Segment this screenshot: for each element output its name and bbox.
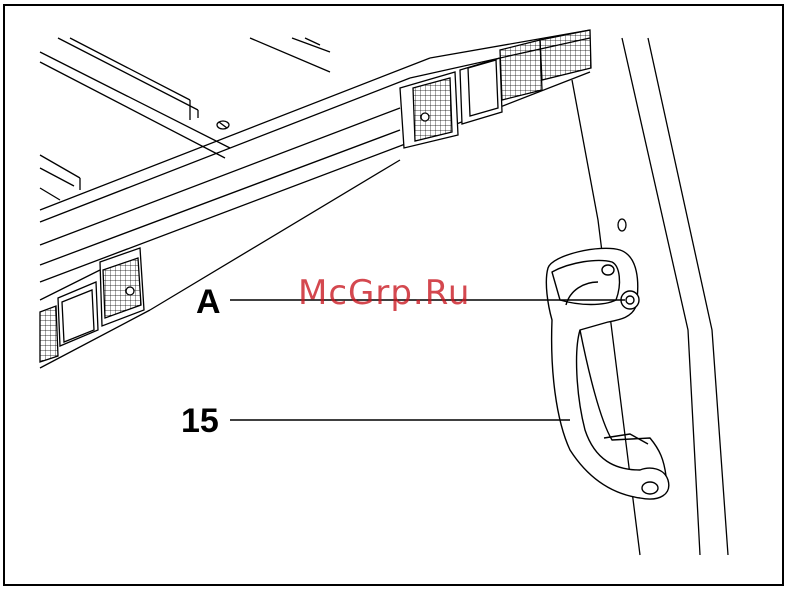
callout-label-15: 15 bbox=[181, 404, 219, 438]
grab-handle bbox=[546, 248, 668, 499]
watermark: McGrp.Ru bbox=[298, 276, 470, 310]
callout-label-a: A bbox=[196, 285, 221, 319]
